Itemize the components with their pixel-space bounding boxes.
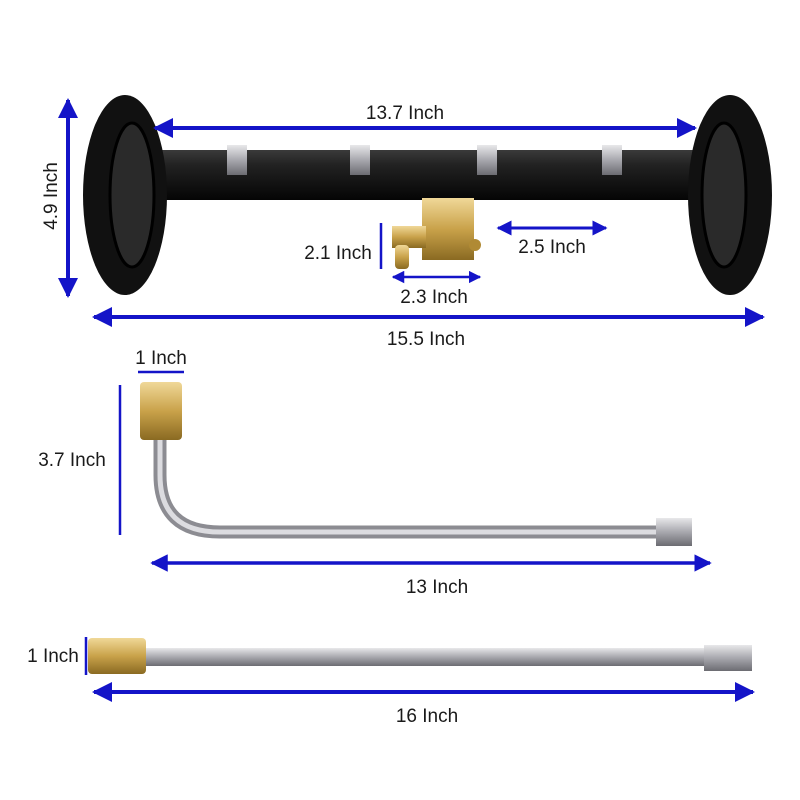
label-total-width: 15.5 Inch [387,329,465,350]
quick-connect-coupler [140,382,182,440]
label-fitting-width: 2.3 Inch [400,287,468,308]
nozzles [227,145,622,175]
curved-wand [140,382,692,546]
quick-connect-plug [656,518,692,546]
label-width-between-wheels: 13.7 Inch [366,103,444,124]
label-connector-width: 1 Inch [135,348,187,369]
label-connector-height: 1 Inch [27,646,79,667]
nozzle [602,145,622,175]
label-curved-wand-height: 3.7 Inch [38,450,106,471]
nozzle [227,145,247,175]
label-nozzle-spacing: 2.5 Inch [518,237,586,258]
quick-connect-coupler [88,638,146,674]
label-broom-height: 4.9 Inch [41,162,62,230]
straight-wand [88,638,752,674]
quick-connect-plug [704,645,752,671]
dimension-lines [58,98,765,702]
label-straight-wand-length: 16 Inch [396,706,458,727]
label-curved-wand-length: 13 Inch [406,577,468,598]
undercarriage-broom [83,95,772,295]
brass-swivel-fitting [392,198,481,269]
spray-bar [135,150,725,200]
nozzle [350,145,370,175]
label-fitting-height: 2.1 Inch [304,243,372,264]
nozzle [477,145,497,175]
